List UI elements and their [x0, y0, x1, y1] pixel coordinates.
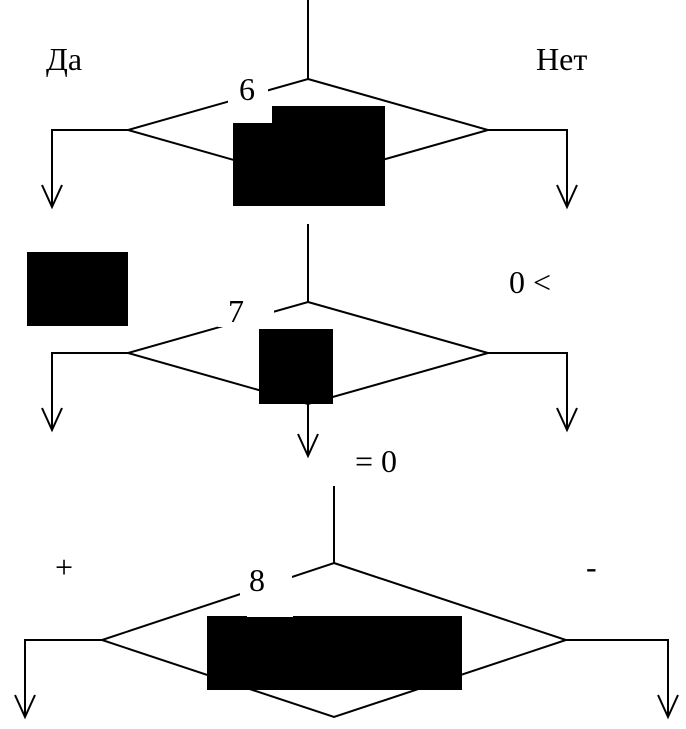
number-backing-7 — [218, 297, 274, 327]
no-label: Нет — [536, 41, 587, 77]
decision-number-6: 6 — [239, 71, 255, 107]
decision-diamond-8 — [98, 561, 570, 719]
yes-arrowhead-6 — [41, 184, 63, 210]
minus-branch-line-8 — [566, 639, 669, 717]
zero-less-label: 0 < — [509, 264, 551, 300]
decision-number-7: 7 — [228, 293, 244, 329]
number-backing-8 — [240, 562, 292, 602]
no-branch-line-6 — [488, 129, 568, 207]
minus-label: - — [586, 549, 597, 585]
right-arrowhead-7 — [556, 407, 578, 433]
redaction-block-7 — [259, 329, 333, 404]
right-branch-line-7 — [488, 352, 568, 430]
equals-zero-label: = 0 — [355, 443, 397, 479]
redaction-block-left — [27, 252, 128, 326]
plus-arrowhead-8 — [14, 694, 36, 720]
redaction-block-8 — [207, 616, 462, 690]
decision-6: 6 — [41, 0, 578, 210]
plus-branch-line-8 — [24, 639, 102, 717]
redaction-block-6 — [233, 106, 385, 206]
bottom-arrowhead-7 — [297, 433, 319, 459]
yes-branch-line-6 — [51, 129, 128, 207]
minus-arrowhead-8 — [657, 694, 679, 720]
left-arrowhead-7 — [41, 407, 63, 433]
yes-label: Да — [46, 41, 82, 77]
no-arrowhead-6 — [556, 184, 578, 210]
plus-label: + — [55, 549, 73, 585]
decision-8: 8 — [14, 486, 679, 720]
left-branch-line-7 — [51, 352, 128, 430]
decision-7: 7 — [41, 224, 578, 459]
number-backing-6 — [228, 78, 268, 104]
decision-number-8: 8 — [249, 562, 265, 598]
